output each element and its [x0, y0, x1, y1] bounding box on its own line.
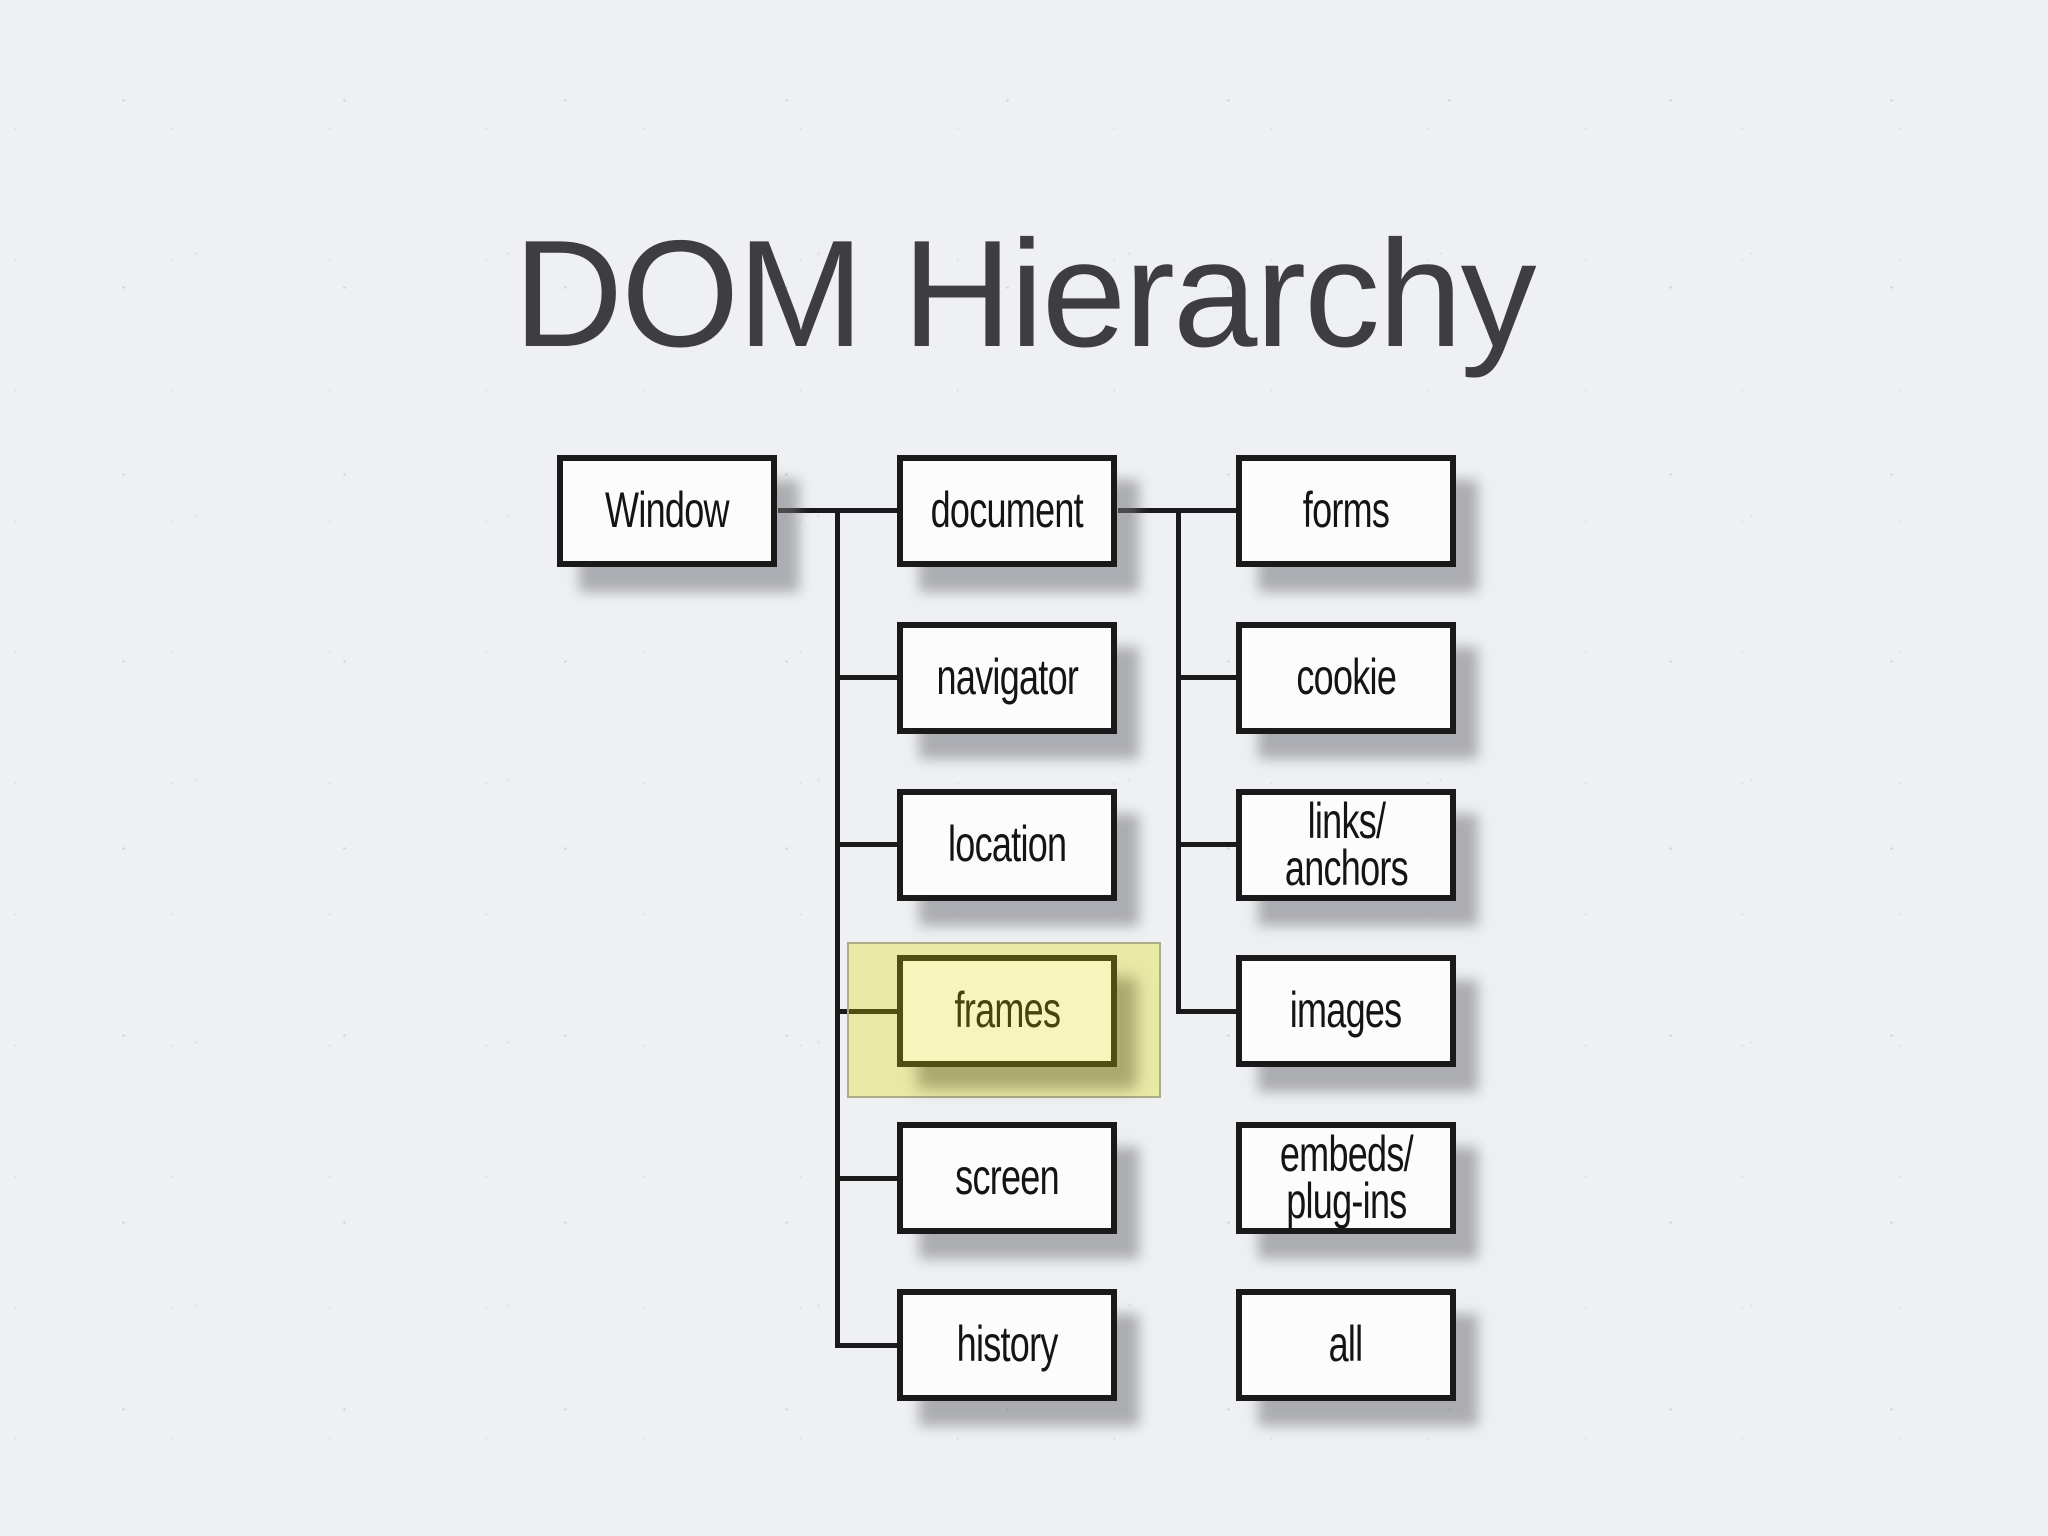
node-window-label: Window	[605, 482, 729, 539]
node-cookie-label: cookie	[1296, 649, 1396, 706]
node-window: Window	[557, 455, 777, 567]
node-navigator: navigator	[897, 622, 1117, 734]
stub-history	[840, 1343, 897, 1348]
node-history-label: history	[956, 1316, 1058, 1373]
stub-screen	[840, 1176, 897, 1181]
stub-navigator	[840, 675, 897, 680]
node-location-label: location	[947, 816, 1067, 873]
stub-cookie	[1181, 675, 1236, 680]
stub-links-anchors	[1181, 842, 1236, 847]
node-screen-label: screen	[955, 1149, 1059, 1206]
node-history: history	[897, 1289, 1117, 1401]
node-links-anchors-label: links/ anchors	[1284, 792, 1408, 896]
stub-frames	[849, 1009, 897, 1014]
node-all-label: all	[1329, 1316, 1364, 1373]
stub-location	[840, 842, 897, 847]
node-frames: frames	[897, 955, 1117, 1067]
trunk-document-children	[1176, 508, 1181, 1014]
node-document: document	[897, 455, 1117, 567]
node-screen: screen	[897, 1122, 1117, 1234]
node-embeds-plugins: embeds/ plug-ins	[1236, 1122, 1456, 1234]
node-all: all	[1236, 1289, 1456, 1401]
trunk-window-children	[835, 508, 840, 1348]
node-location: location	[897, 789, 1117, 901]
node-document-label: document	[930, 482, 1084, 539]
stub-frames-outer	[840, 1009, 852, 1014]
node-embeds-plugins-label: embeds/ plug-ins	[1279, 1125, 1413, 1229]
node-links-anchors: links/ anchors	[1236, 789, 1456, 901]
node-images: images	[1236, 955, 1456, 1067]
slide-title: DOM Hierarchy	[513, 209, 1536, 379]
node-frames-label: frames	[954, 982, 1060, 1039]
node-forms: forms	[1236, 455, 1456, 567]
node-navigator-label: navigator	[936, 649, 1078, 706]
node-images-label: images	[1290, 982, 1402, 1039]
stub-images	[1181, 1009, 1236, 1014]
node-forms-label: forms	[1302, 482, 1390, 539]
node-cookie: cookie	[1236, 622, 1456, 734]
